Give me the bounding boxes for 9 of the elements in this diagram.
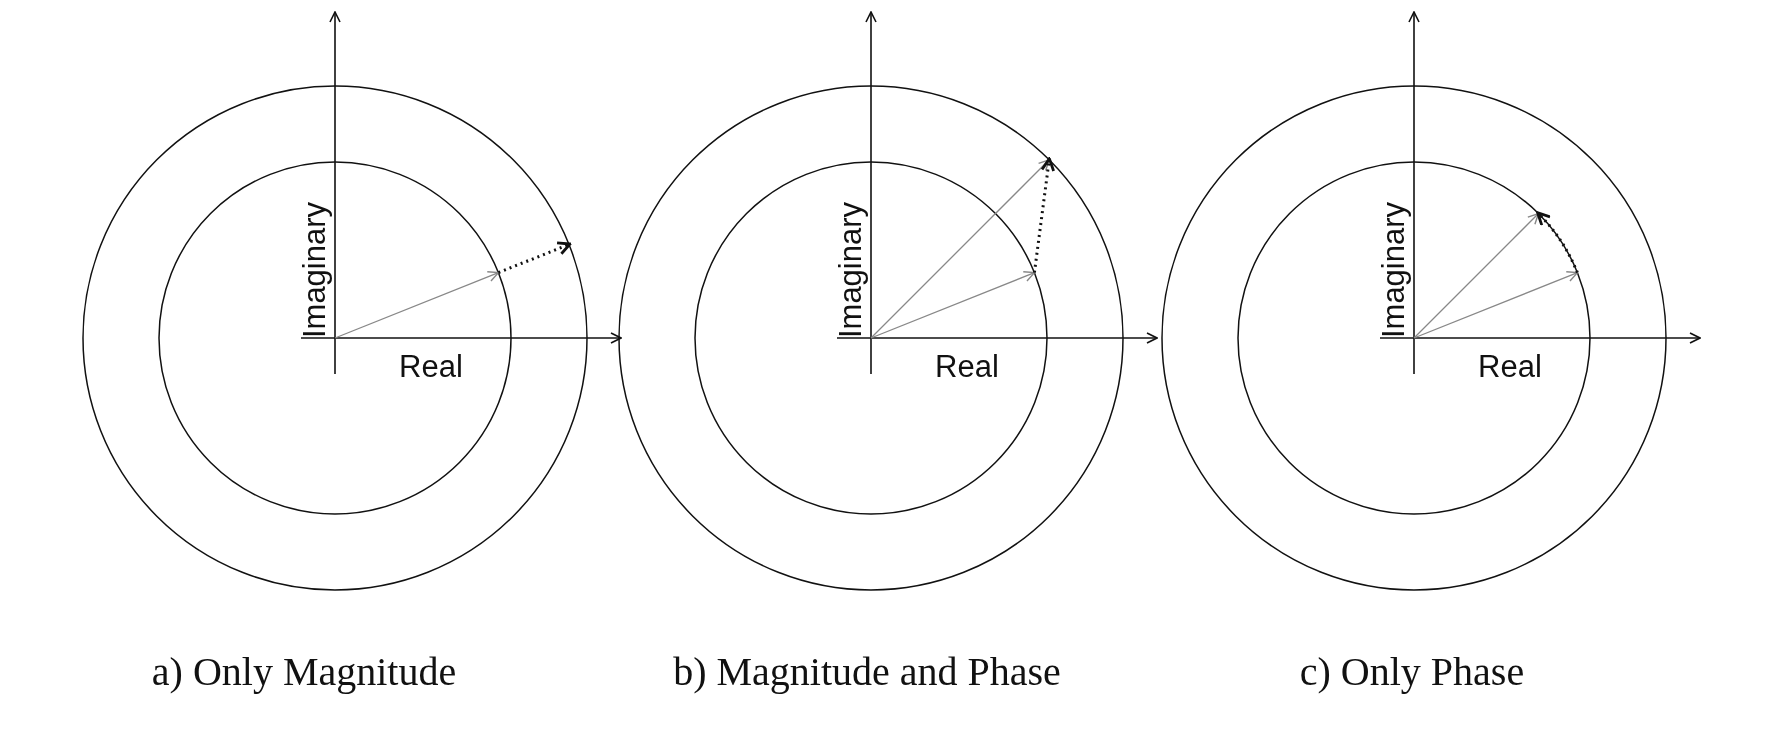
axis-label: Imaginary [834,201,866,339]
axis-label: Real [1478,350,1542,382]
axis-label: Imaginary [1377,201,1409,339]
panel-caption: c) Only Phase [1299,648,1525,695]
panel-caption: a) Only Magnitude [151,648,457,695]
panel-caption: b) Magnitude and Phase [673,648,1061,695]
axis-label: Real [935,350,999,382]
axis-label: Imaginary [298,201,330,339]
axis-label: Real [399,350,463,382]
